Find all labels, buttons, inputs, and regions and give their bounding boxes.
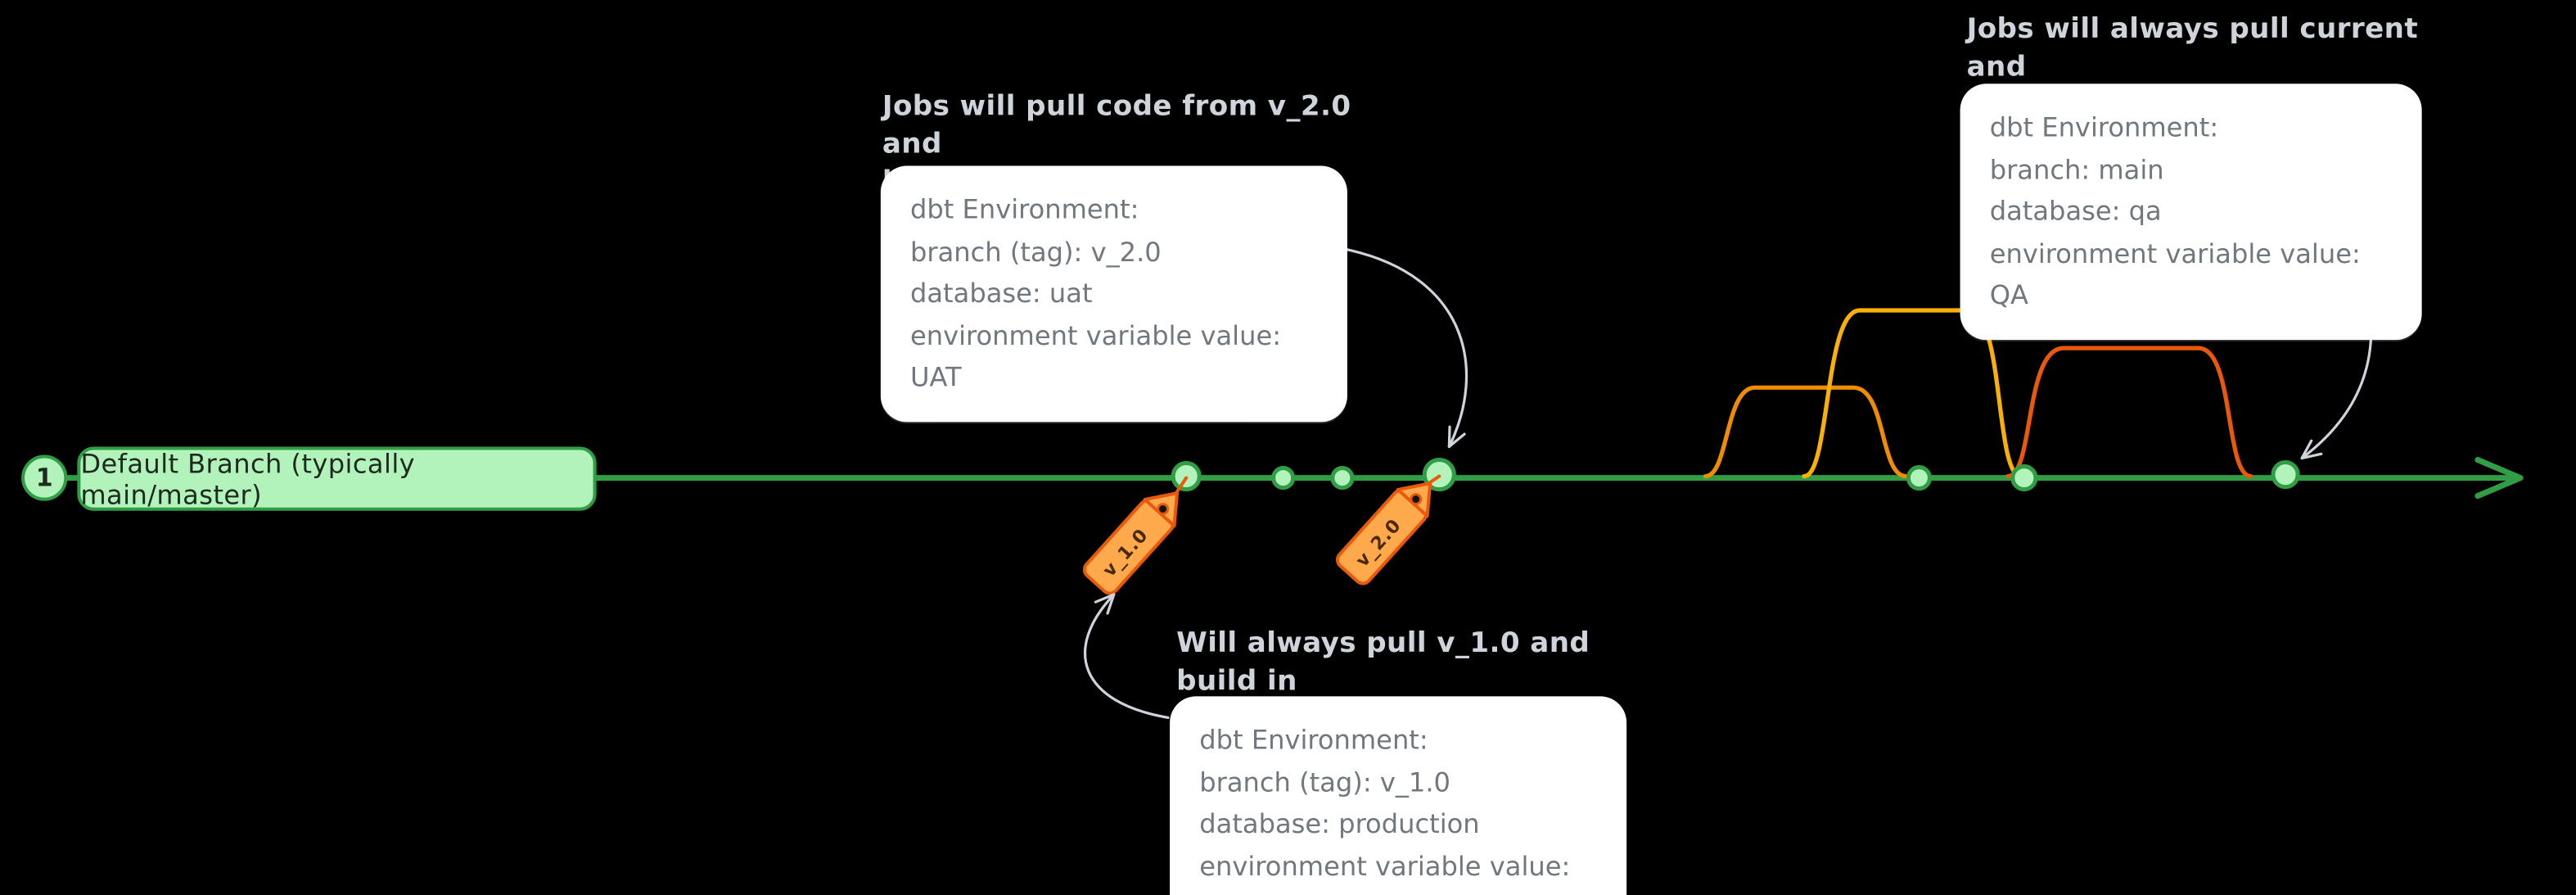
commit-node-merge	[2010, 464, 2038, 492]
tag-string-v2	[1428, 474, 1441, 485]
commit-node-v1-tagged	[1171, 461, 1202, 492]
commit-node-merge	[1906, 465, 1932, 491]
step-number: 1	[35, 463, 53, 493]
feature-branch-arc-orange	[2005, 346, 2253, 479]
tag-string-v1	[1175, 476, 1189, 495]
commit-node	[1330, 466, 1355, 490]
prod-callout-arrow	[1084, 593, 1170, 720]
uat-callout-arrow	[1346, 248, 1468, 449]
tag-hole	[1410, 493, 1423, 506]
step-number-badge: 1	[21, 454, 68, 501]
uat-environment-card: dbt Environment: branch (tag): v_2.0 dat…	[880, 165, 1347, 423]
version-tag-v2: v_2.0	[1335, 481, 1432, 585]
default-branch-label-text: Default Branch (typically main/master)	[80, 447, 416, 510]
tag-hole	[1157, 503, 1170, 516]
version-tag-v1: v_1.0	[1082, 491, 1180, 595]
commit-node-current	[2271, 460, 2300, 490]
feature-branch-arc-yellow	[1802, 308, 2023, 479]
feature-branch-arc-amber	[1703, 385, 1908, 479]
commit-node	[1271, 466, 1296, 490]
prod-environment-card: dbt Environment: branch (tag): v_1.0 dat…	[1170, 696, 1627, 895]
qa-environment-card: dbt Environment: branch: main database: …	[1960, 84, 2422, 341]
default-branch-label: Default Branch (typically main/master)	[77, 446, 597, 511]
